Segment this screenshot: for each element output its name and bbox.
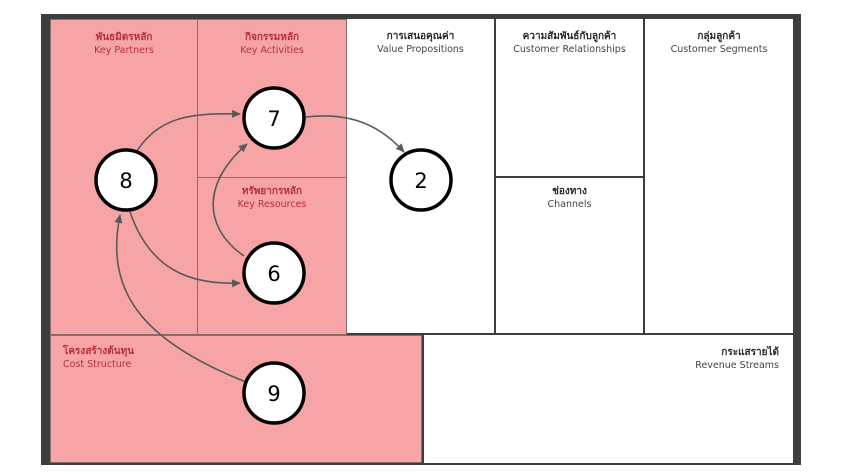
cost-structure-block: โครงสร้างต้นทุน Cost Structure: [50, 335, 422, 463]
customer-segments-title-th: กลุ่มลูกค้า: [697, 31, 741, 42]
node-8-label: 8: [119, 169, 132, 193]
key-activities-title-th: กิจกรรมหลัก: [244, 32, 300, 43]
node-9: 9: [242, 361, 306, 425]
value-propositions-title-en: Value Propositions: [377, 43, 464, 55]
channels-title-th: ช่องทาง: [552, 186, 587, 197]
node-6-label: 6: [267, 262, 280, 286]
node-7-label: 7: [267, 107, 280, 131]
cost-structure-title-th: โครงสร้างต้นทุน: [63, 346, 135, 357]
channels-title-en: Channels: [547, 198, 592, 210]
key-partners-title-th: พันธมิตรหลัก: [95, 32, 153, 43]
business-model-canvas: พันธมิตรหลัก Key Partners กิจกรรมหลัก Ke…: [41, 14, 801, 465]
arrow-8-to-6: [129, 211, 241, 288]
arrow-7-to-2: [305, 115, 405, 153]
node-9-label: 9: [267, 382, 280, 406]
revenue-streams-block: กระแสรายได้ Revenue Streams: [424, 335, 793, 463]
node-6: 6: [242, 241, 306, 305]
arrow-9-to-8: [114, 214, 247, 383]
customer-relationships-title-th: ความสัมพันธ์กับลูกค้า: [522, 31, 617, 42]
customer-segments-block: กลุ่มลูกค้า Customer Segments: [645, 19, 793, 333]
cost-structure-title-en: Cost Structure: [63, 358, 132, 370]
key-resources-title-en: Key Resources: [237, 198, 307, 210]
customer-segments-title-en: Customer Segments: [670, 43, 768, 55]
key-activities-block: กิจกรรมหลัก Key Activities: [197, 19, 347, 178]
node-7: 7: [242, 86, 306, 150]
key-activities-title-en: Key Activities: [240, 44, 304, 56]
customer-relationships-title-en: Customer Relationships: [513, 43, 626, 55]
revenue-streams-title-en: Revenue Streams: [695, 359, 779, 371]
channels-block: ช่องทาง Channels: [496, 178, 643, 333]
node-2-label: 2: [414, 169, 427, 193]
node-8: 8: [94, 148, 158, 212]
value-propositions-title-th: การเสนอคุณค่า: [386, 31, 455, 42]
node-2: 2: [389, 148, 453, 212]
key-partners-title-en: Key Partners: [94, 44, 154, 56]
customer-relationships-block: ความสัมพันธ์กับลูกค้า Customer Relations…: [496, 19, 643, 176]
arrow-6-to-7: [212, 143, 248, 257]
arrow-8-to-7: [136, 109, 241, 152]
revenue-streams-title-th: กระแสรายได้: [721, 347, 779, 358]
key-resources-title-th: ทรัพยากรหลัก: [241, 186, 303, 197]
